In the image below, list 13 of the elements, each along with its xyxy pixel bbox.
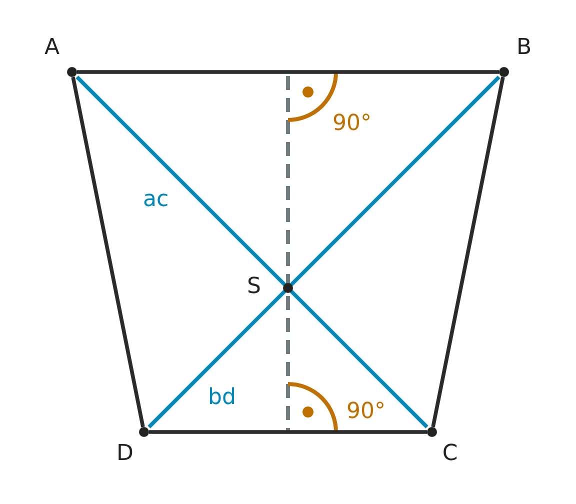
line-segment — [431, 76, 505, 428]
line-segment — [77, 70, 499, 74]
vertex-label: D — [116, 442, 134, 466]
line-segment — [76, 76, 428, 428]
vertex-label: C — [441, 442, 459, 466]
vertex-label: A — [43, 36, 61, 60]
angle-label: 90° — [332, 112, 372, 136]
line-segment — [71, 76, 145, 428]
angle-label: 90° — [346, 400, 386, 424]
vertex-label: B — [515, 36, 533, 60]
line-segment — [149, 430, 427, 434]
vertex-label: S — [246, 275, 262, 299]
line-segment — [148, 76, 500, 428]
